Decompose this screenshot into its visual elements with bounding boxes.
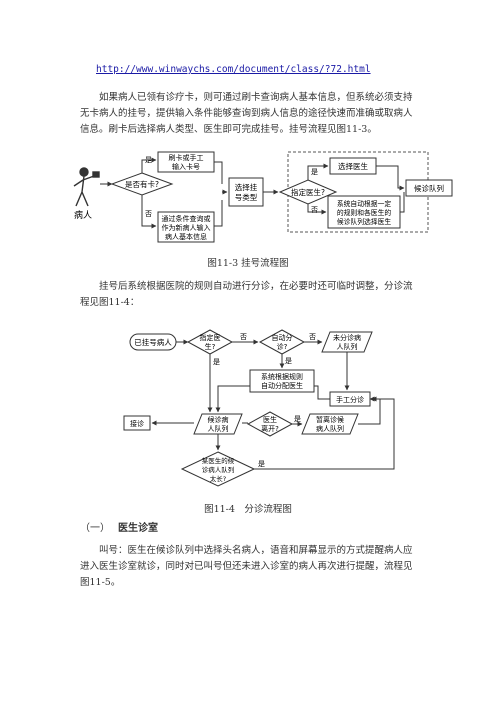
paragraph-registration: 如果病人已领有诊疗卡，则可通过刷卡查询病人基本信息，但系统必须支持无卡病人的挂号… xyxy=(80,92,413,135)
decision-doctor-leave xyxy=(246,411,294,437)
svg-text:输入卡号: 输入卡号 xyxy=(172,162,200,171)
svg-text:自动分: 自动分 xyxy=(272,333,293,342)
svg-text:诊病人队列: 诊病人队列 xyxy=(202,465,235,474)
svg-text:某医生的候: 某医生的候 xyxy=(202,456,235,465)
svg-text:已挂号病人: 已挂号病人 xyxy=(134,337,172,347)
figure-11-3-caption: 图11-3 挂号流程图 xyxy=(207,258,289,269)
svg-text:系统自动根据一定: 系统自动根据一定 xyxy=(337,199,392,208)
svg-text:候诊病: 候诊病 xyxy=(208,415,229,424)
svg-text:否: 否 xyxy=(145,210,152,218)
wait-queue-box xyxy=(405,179,453,197)
section-heading: （一）医生诊室 xyxy=(80,523,158,534)
figure-11-4-caption: 图11-4 分诊流程图 xyxy=(204,504,292,515)
svg-text:未分诊病: 未分诊病 xyxy=(333,333,361,342)
svg-text:是: 是 xyxy=(145,156,152,164)
temp-leave-queue-node xyxy=(301,413,359,435)
svg-text:人队列: 人队列 xyxy=(337,342,358,351)
svg-text:否: 否 xyxy=(311,206,318,214)
svg-text:指定医: 指定医 xyxy=(200,333,221,342)
registration-flowchart: 病人 是否有卡? 是 刷卡或手工 输入卡号 否 通过条件查询或 作为新病人输入 … xyxy=(73,151,453,243)
decision-queue-too-long xyxy=(180,451,256,487)
svg-text:作为新病人输入: 作为新病人输入 xyxy=(162,223,211,232)
svg-text:接诊: 接诊 xyxy=(130,419,144,428)
svg-text:太长?: 太长? xyxy=(210,474,226,483)
svg-text:通过条件查询或: 通过条件查询或 xyxy=(162,214,211,223)
svg-text:病人基本信息: 病人基本信息 xyxy=(165,232,207,241)
svg-text:候诊队列选择医生: 候诊队列选择医生 xyxy=(337,217,392,226)
svg-text:病人队列: 病人队列 xyxy=(316,424,344,433)
svg-text:医生: 医生 xyxy=(263,415,277,424)
person-icon xyxy=(73,167,100,207)
svg-text:候诊队列: 候诊队列 xyxy=(414,183,444,193)
svg-text:是否有卡?: 是否有卡? xyxy=(125,179,159,189)
svg-text:离开?: 离开? xyxy=(261,424,279,433)
treat-box xyxy=(123,415,151,431)
svg-text:自动分配医生: 自动分配医生 xyxy=(261,381,303,390)
svg-text:诊?: 诊? xyxy=(277,342,288,351)
svg-text:否: 否 xyxy=(240,333,247,341)
auto-assign-box xyxy=(249,369,315,393)
paragraph-doctor-room: 叫号：医生在候诊队列中选择头名病人，语音和屏幕显示的方式提醒病人应进入医生诊室就… xyxy=(80,545,413,588)
unassigned-queue-node xyxy=(321,331,373,353)
svg-text:人队列: 人队列 xyxy=(208,424,229,433)
auto-select-box xyxy=(327,195,401,229)
svg-text:系统根据规则: 系统根据规则 xyxy=(261,372,303,381)
svg-text:是: 是 xyxy=(258,460,265,468)
svg-text:的规则和各医生的: 的规则和各医生的 xyxy=(337,208,392,217)
svg-text:手工分诊: 手工分诊 xyxy=(336,395,364,404)
svg-text:生?: 生? xyxy=(205,342,216,351)
header-url-link[interactable]: http://www.winwaychs.com/document/class/… xyxy=(96,64,371,75)
svg-text:否: 否 xyxy=(309,333,316,341)
svg-text:是: 是 xyxy=(294,415,301,423)
svg-text:选择挂: 选择挂 xyxy=(235,182,258,192)
waiting-queue-node xyxy=(193,413,243,435)
svg-text:是: 是 xyxy=(285,357,292,365)
svg-text:是: 是 xyxy=(213,358,220,366)
svg-text:刷卡或手工: 刷卡或手工 xyxy=(169,153,204,162)
svg-text:号类型: 号类型 xyxy=(235,192,258,202)
svg-text:选择医生: 选择医生 xyxy=(338,161,368,171)
svg-text:是: 是 xyxy=(311,168,318,176)
svg-text:指定医生?: 指定医生? xyxy=(291,187,325,197)
paragraph-triage: 挂号后系统根据医院的规则自动进行分诊，在必要时还可临时调整，分诊流程见图11-4… xyxy=(80,281,413,308)
select-type-box xyxy=(228,177,264,207)
svg-text:暂离诊候: 暂离诊候 xyxy=(316,415,344,424)
triage-flowchart: 已挂号病人 指定医 生? 否 自动分 诊? 否 未分诊病 人队列 是 系统根据规… xyxy=(123,329,395,487)
person-label: 病人 xyxy=(74,209,92,221)
query-patient-box xyxy=(157,211,215,243)
